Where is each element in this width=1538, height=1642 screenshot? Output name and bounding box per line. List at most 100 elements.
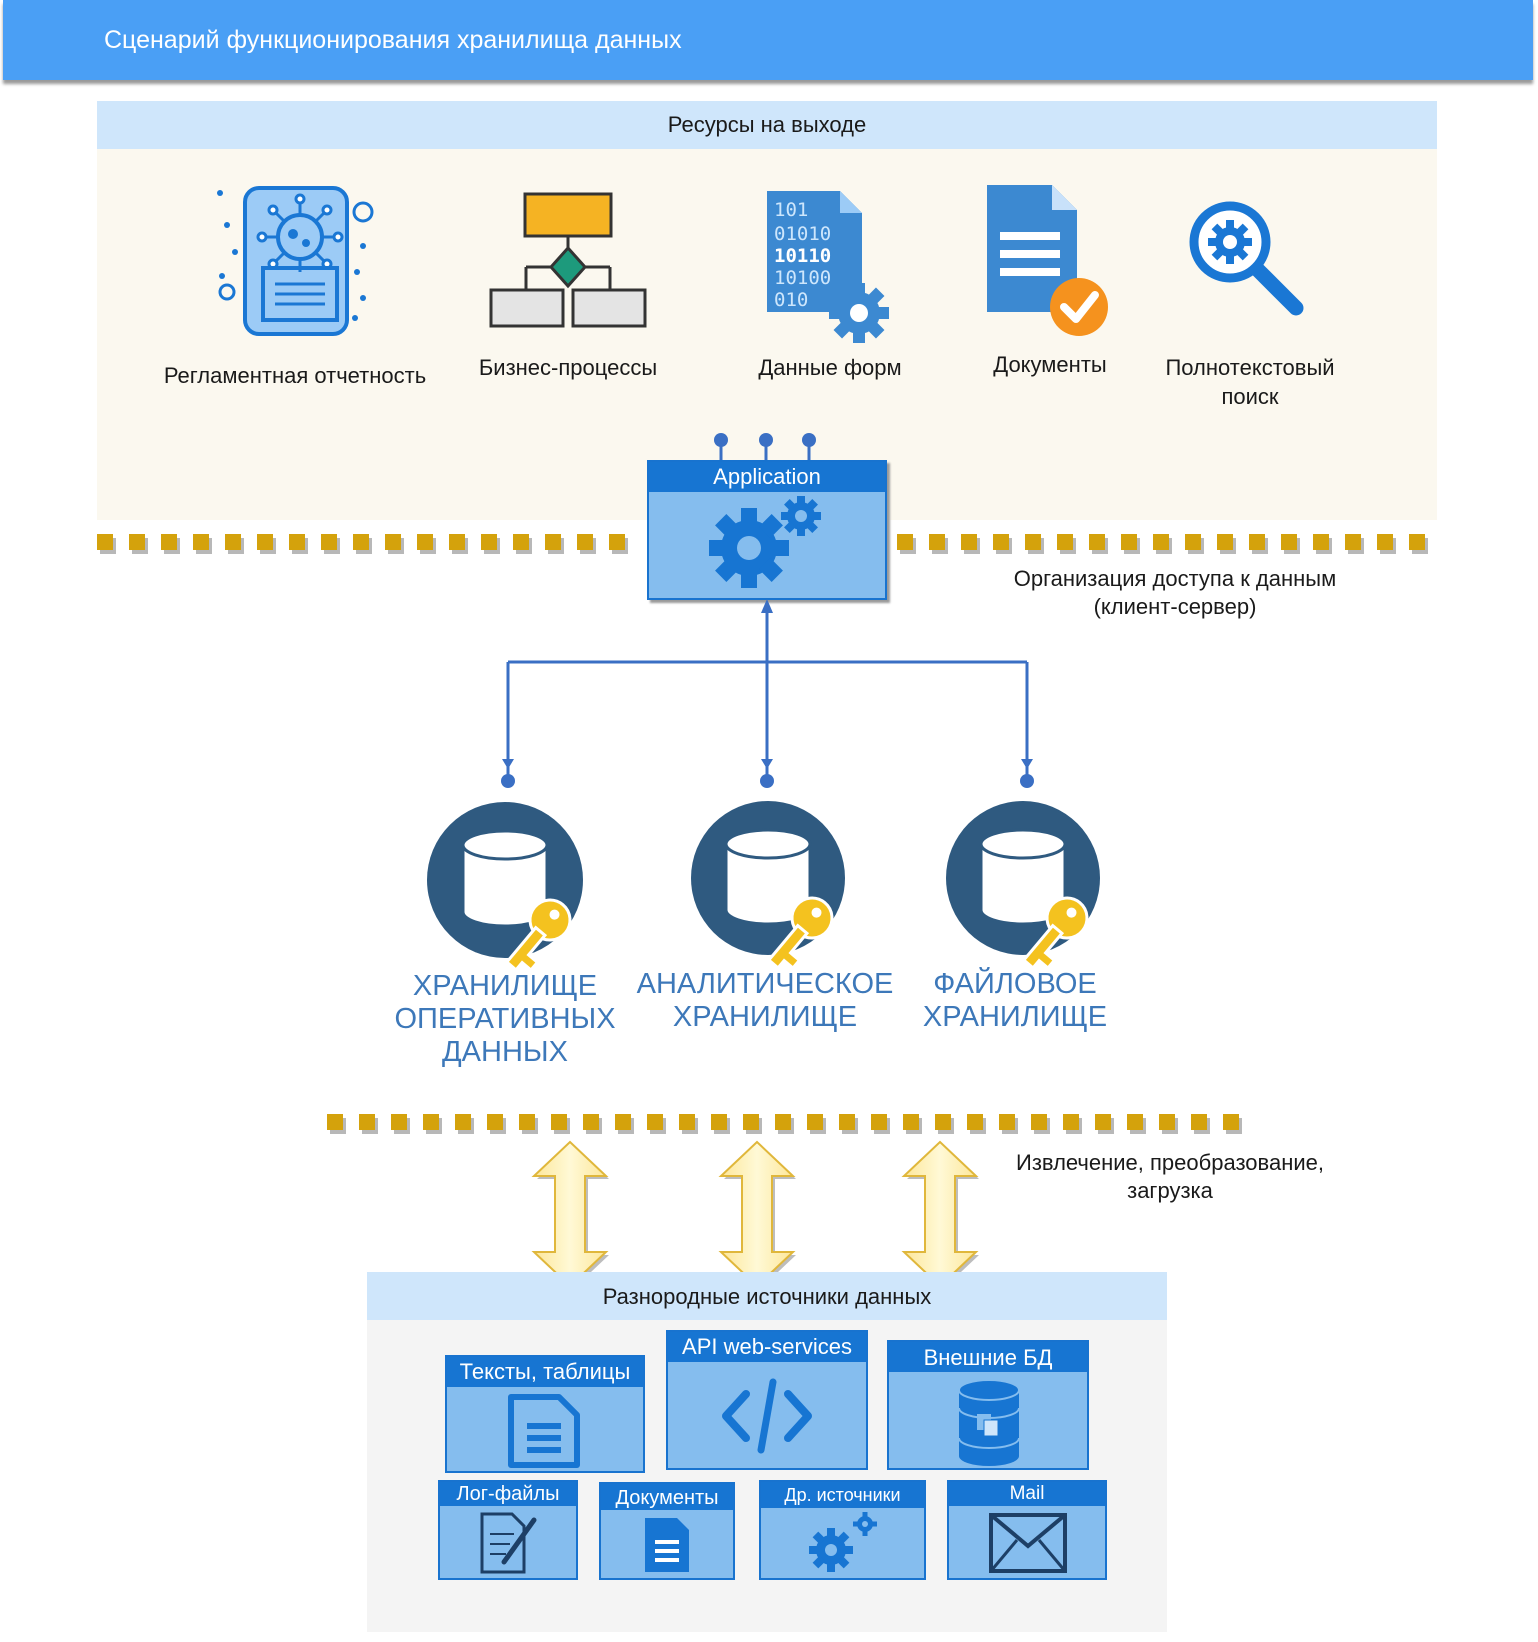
separator-dot — [743, 1114, 759, 1130]
separator-dot — [1345, 534, 1361, 550]
separator-dot — [327, 1114, 343, 1130]
separator-dot — [615, 1114, 631, 1130]
source-mail-label: Mail — [949, 1482, 1105, 1506]
separator-dot — [1095, 1114, 1111, 1130]
separator-dot — [839, 1114, 855, 1130]
separator-dot — [1217, 534, 1233, 550]
separator-dot — [423, 1114, 439, 1130]
separator-dot — [257, 534, 273, 550]
etl-arrows — [531, 1140, 979, 1289]
separator-dot — [513, 534, 529, 550]
gears-icon — [709, 496, 821, 588]
separator-access-layer — [97, 534, 1428, 554]
separator-dot — [359, 1114, 375, 1130]
output-resources-header — [97, 101, 1437, 149]
separator-dot — [481, 534, 497, 550]
source-log-files: Лог-файлы — [438, 1480, 578, 1580]
source-other: Др. источники — [759, 1480, 926, 1580]
separator-dot — [487, 1114, 503, 1130]
separator-dot — [1313, 534, 1329, 550]
file-storage-icon — [946, 801, 1100, 970]
search-gear-icon — [1189, 201, 1304, 316]
separator-dot — [1159, 1114, 1175, 1130]
etl-note: Извлечение, преобразование, загрузка — [1016, 1150, 1324, 1203]
separator-dot — [1409, 534, 1425, 550]
flowchart-icon — [489, 192, 647, 328]
separator-dot — [935, 1114, 951, 1130]
header-bar — [3, 0, 1533, 80]
separator-dot — [999, 1114, 1015, 1130]
separator-dot — [711, 1114, 727, 1130]
source-documents: Документы — [599, 1482, 735, 1580]
separator-dot — [385, 534, 401, 550]
access-note: Организация доступа к данным (клиент-сер… — [1013, 566, 1337, 619]
page-title: Сценарий функционирования хранилища данн… — [104, 26, 682, 54]
separator-dot — [391, 1114, 407, 1130]
separator-dot — [1063, 1114, 1079, 1130]
svg-text:010: 010 — [774, 289, 808, 311]
separator-dot — [1191, 1114, 1207, 1130]
separator-dot — [289, 534, 305, 550]
separator-dot — [321, 534, 337, 550]
analytical-storage-icon — [691, 801, 845, 970]
document-icon — [645, 1518, 689, 1572]
separator-dot — [551, 1114, 567, 1130]
svg-text:101: 101 — [774, 199, 808, 221]
separator-dot — [1089, 534, 1105, 550]
separator-dot — [129, 534, 145, 550]
report-analytics-icon — [217, 186, 374, 336]
separator-dot — [161, 534, 177, 550]
sources-header — [367, 1272, 1167, 1320]
storage-connectors — [501, 599, 1034, 788]
application-connector-pins — [714, 433, 816, 463]
document-edit-icon — [480, 1512, 537, 1574]
resource-label-reporting: Регламентная отчетность — [163, 363, 427, 388]
separator-dot — [417, 534, 433, 550]
separator-dot — [519, 1114, 535, 1130]
document-check-icon — [987, 185, 1108, 336]
gears-small-icon — [809, 1512, 877, 1572]
separator-dot — [225, 534, 241, 550]
separator-dot — [1057, 534, 1073, 550]
resource-label-documents: Документы — [993, 352, 1107, 377]
resource-label-business-processes: Бизнес-процессы — [478, 355, 658, 380]
separator-dot — [871, 1114, 887, 1130]
separator-dot — [1025, 534, 1041, 550]
separator-dot — [193, 534, 209, 550]
separator-dot — [545, 534, 561, 550]
code-icon — [722, 1378, 812, 1454]
separator-dot — [929, 534, 945, 550]
source-documents-label: Документы — [601, 1484, 733, 1510]
source-log-files-label: Лог-файлы — [440, 1482, 576, 1506]
separator-dot — [903, 1114, 919, 1130]
separator-dot — [1031, 1114, 1047, 1130]
application-title: Application — [649, 462, 885, 492]
document-lines-icon — [508, 1394, 580, 1468]
separator-etl-layer — [327, 1114, 1242, 1134]
separator-dot — [1153, 534, 1169, 550]
output-resources-title: Ресурсы на выходе — [667, 112, 867, 137]
separator-dot — [1127, 1114, 1143, 1130]
source-external-db: Внешние БД — [887, 1340, 1089, 1470]
envelope-icon — [989, 1513, 1067, 1573]
separator-dot — [897, 534, 913, 550]
svg-text:10100: 10100 — [774, 267, 831, 289]
separator-dot — [1121, 534, 1137, 550]
source-texts-tables-label: Тексты, таблицы — [447, 1357, 643, 1387]
separator-dot — [449, 534, 465, 550]
operational-storage-icon — [427, 802, 583, 970]
separator-dot — [775, 1114, 791, 1130]
separator-dot — [583, 1114, 599, 1130]
source-api-label: API web-services — [668, 1332, 866, 1362]
svg-text:01010: 01010 — [774, 223, 831, 245]
source-api-web-services: API web-services — [666, 1330, 868, 1470]
separator-dot — [97, 534, 113, 550]
resource-label-form-data: Данные форм — [758, 355, 902, 380]
source-external-db-label: Внешние БД — [889, 1342, 1087, 1372]
separator-dot — [1377, 534, 1393, 550]
source-mail: Mail — [947, 1480, 1107, 1580]
